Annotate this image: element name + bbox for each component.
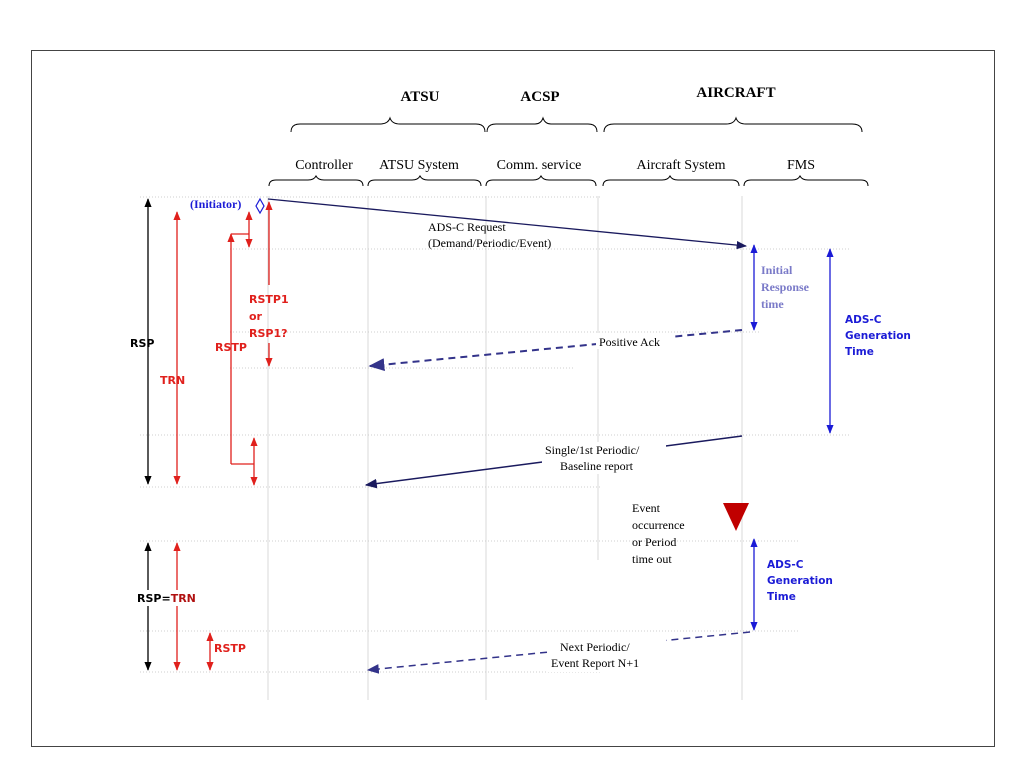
initial-response-line2: Response xyxy=(761,280,810,294)
brace-fms xyxy=(743,174,869,187)
request-label-line1: ADS-C Request xyxy=(428,220,506,234)
lane-label-atsu-system: ATSU System xyxy=(379,158,459,173)
lifelines xyxy=(267,196,743,700)
adsc-generation-top-line3: Time xyxy=(845,346,874,358)
group-label-aircraft: AIRCRAFT xyxy=(696,85,775,101)
lane-label-aircraft-system: Aircraft System xyxy=(636,158,725,173)
report-label-line1: Single/1st Periodic/ xyxy=(545,443,640,457)
rsp-equals-trn: = xyxy=(161,592,170,605)
report-label-line2: Baseline report xyxy=(560,459,634,473)
adsc-generation-bottom-line1: ADS-C xyxy=(767,559,804,571)
trn-label-top: TRN xyxy=(160,374,185,387)
event-label-line3: or Period xyxy=(632,535,676,549)
positive-ack-arrow xyxy=(368,329,743,371)
rsp-label-top: RSP xyxy=(130,337,154,350)
lane-braces xyxy=(268,174,869,187)
next-report-label-line1: Next Periodic/ xyxy=(560,640,630,654)
brace-atsu-system xyxy=(367,174,482,187)
rstp-label-bottom: RSTP xyxy=(214,642,246,655)
adsc-generation-top-line2: Generation xyxy=(845,330,911,342)
rstp-label-top: RSTP xyxy=(215,341,247,354)
brace-aircraft xyxy=(603,116,863,133)
adsc-generation-bottom-line2: Generation xyxy=(767,575,833,587)
brace-atsu xyxy=(290,116,486,133)
lane-label-fms: FMS xyxy=(787,158,815,173)
adsc-generation-top-line1: ADS-C xyxy=(845,314,882,326)
request-arrow xyxy=(267,198,748,250)
event-triangle-icon xyxy=(723,503,749,531)
event-label-line2: occurrence xyxy=(632,518,685,532)
brace-acsp xyxy=(486,116,598,133)
positive-ack-label: Positive Ack xyxy=(599,335,660,349)
group-braces xyxy=(290,116,863,133)
initiator-label: (Initiator) xyxy=(190,197,241,211)
trn-label-bottom: TRN xyxy=(171,592,196,605)
rsp-label-bottom: RSP xyxy=(137,592,161,605)
brace-aircraft-system xyxy=(602,174,740,187)
rsp-trn-label: RSP=TRN xyxy=(137,592,196,605)
event-label-line4: time out xyxy=(632,552,672,566)
rstp-bracket xyxy=(227,211,258,486)
lane-label-comm-service: Comm. service xyxy=(497,158,582,173)
request-label-line2: (Demand/Periodic/Event) xyxy=(428,236,551,250)
rstp1-label-line1: RSTP1 xyxy=(249,293,289,306)
initiator-diamond-icon xyxy=(255,197,265,215)
lane-label-controller: Controller xyxy=(295,158,353,173)
brace-comm-service xyxy=(485,174,597,187)
rstp1-label-line3: RSP1? xyxy=(249,327,288,340)
next-report-arrow xyxy=(366,631,751,674)
group-label-acsp: ACSP xyxy=(520,89,559,105)
next-report-label-line2: Event Report N+1 xyxy=(551,656,639,670)
rstp1-label-line2: or xyxy=(249,310,263,323)
group-label-atsu: ATSU xyxy=(401,89,440,105)
initial-response-line1: Initial xyxy=(761,263,793,277)
brace-controller xyxy=(268,174,364,187)
guide-lines xyxy=(140,196,850,673)
adsc-generation-bottom-line3: Time xyxy=(767,591,796,603)
diagram-frame xyxy=(31,50,995,747)
initial-response-line3: time xyxy=(761,297,784,311)
event-label-line1: Event xyxy=(632,501,661,515)
